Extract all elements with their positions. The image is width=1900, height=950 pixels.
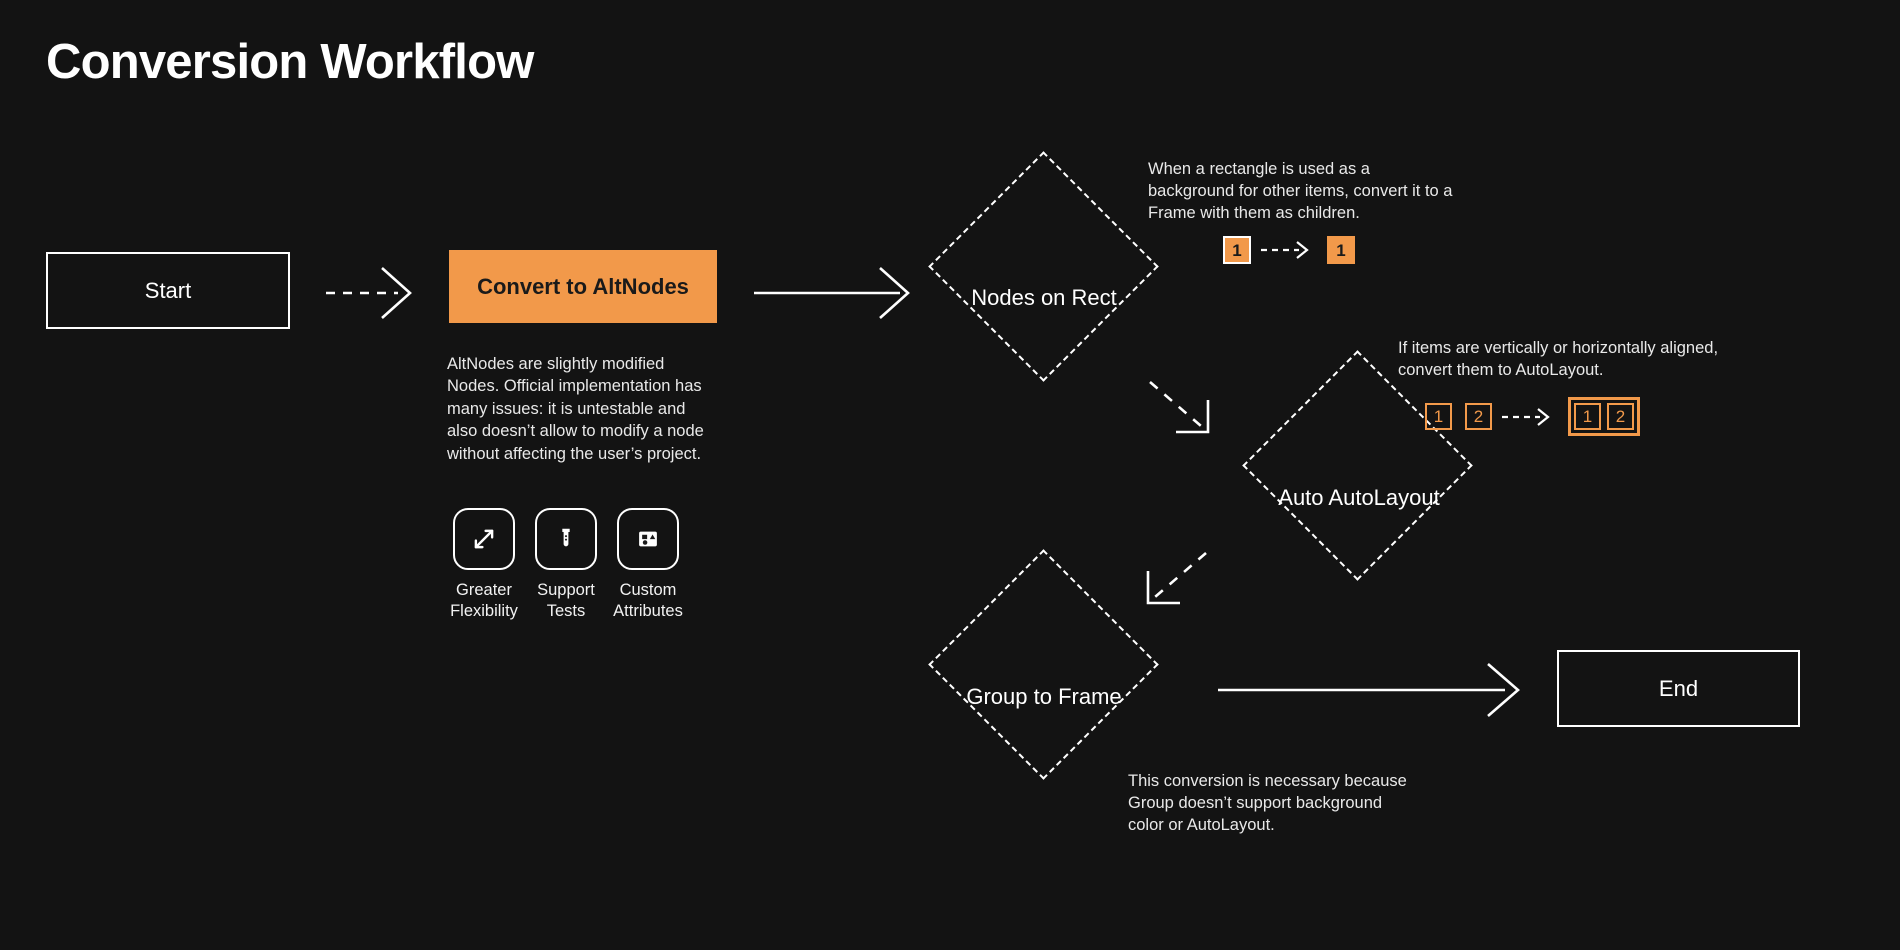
feature-badge-frame: [535, 508, 597, 570]
node-convert-to-altnodes[interactable]: Convert to AltNodes: [449, 250, 717, 323]
chip-after-1: 1: [1574, 403, 1601, 430]
feature-label: Custom Attributes: [613, 581, 683, 621]
feature-badge-list: Greater Flexibility Support Tests: [450, 508, 683, 622]
autolayout-frame-wrapper: 1 2: [1568, 397, 1640, 436]
chip-after-2: 2: [1607, 403, 1634, 430]
connector-convert-to-nodes-on-rect: [754, 267, 910, 319]
feature-custom-attributes[interactable]: Custom Attributes: [613, 508, 683, 622]
node-convert-label: Convert to AltNodes: [477, 273, 689, 299]
node-start[interactable]: Start: [46, 252, 290, 329]
shapes-frame-icon: [639, 531, 657, 547]
feature-label: Greater Flexibility: [450, 581, 518, 621]
page-title: Conversion Workflow: [46, 35, 534, 89]
node-group-to-frame-shape[interactable]: [928, 549, 1159, 780]
mini-diagram-rect-background: 1 1: [1223, 236, 1355, 264]
test-tube-icon: [562, 528, 570, 547]
connector-group-to-frame-to-end: [1218, 663, 1520, 717]
altnodes-description: AltNodes are slightly modified Nodes. Of…: [447, 355, 704, 463]
group-to-frame-note: This conversion is necessary because Gro…: [1128, 772, 1407, 835]
node-end-label: End: [1658, 675, 1699, 701]
feature-label: Support Tests: [537, 581, 595, 621]
connector-start-to-convert: [326, 267, 412, 319]
connector-auto-autolayout-to-group-to-frame: [1146, 552, 1207, 605]
chip-after-1: 1: [1327, 236, 1355, 264]
feature-support-tests[interactable]: Support Tests: [534, 508, 598, 622]
mini-arrow-icon: [1502, 407, 1550, 426]
chip-before-1: 1: [1425, 403, 1452, 430]
node-start-label: Start: [144, 277, 192, 303]
chip-before-2: 2: [1465, 403, 1492, 430]
autolayout-note: If items are vertically or horizontally …: [1398, 339, 1719, 380]
mini-diagram-autolayout: 1 2 1 2: [1425, 397, 1640, 436]
feature-badge-frame: [453, 508, 515, 570]
nodes-on-rect-note: When a rectangle is used as a background…: [1148, 160, 1453, 223]
expand-arrows-icon: [474, 529, 494, 549]
feature-badge-frame: [617, 508, 679, 570]
node-nodes-on-rect-shape[interactable]: [928, 151, 1159, 382]
connector-nodes-on-rect-to-auto-autolayout: [1149, 381, 1210, 434]
mini-arrow-icon: [1261, 241, 1309, 259]
node-end[interactable]: End: [1557, 650, 1800, 727]
node-auto-autolayout-shape[interactable]: [1242, 350, 1473, 581]
feature-greater-flexibility[interactable]: Greater Flexibility: [450, 508, 518, 622]
chip-before-1: 1: [1223, 236, 1251, 264]
